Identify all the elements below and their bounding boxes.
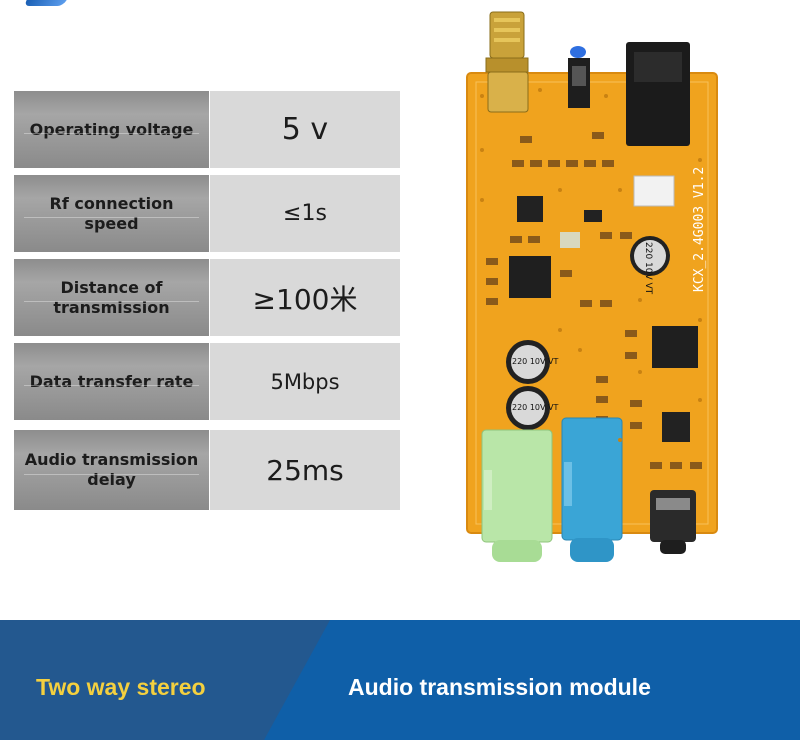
capacitor-icon: 220 10V VT bbox=[506, 340, 558, 384]
banner-left-title: Two way stereo bbox=[36, 674, 206, 700]
spec-label: Operating voltage bbox=[14, 91, 209, 168]
main-ic-chip bbox=[509, 256, 551, 298]
antenna-connector-icon bbox=[485, 11, 529, 113]
led-icon bbox=[568, 46, 590, 108]
spec-label: Distance of transmission bbox=[14, 259, 209, 336]
banner-left-panel bbox=[0, 620, 330, 740]
capacitor-icon: 220 10V VT bbox=[506, 386, 558, 430]
smd-components bbox=[486, 132, 702, 469]
spec-value: ≥100米 bbox=[210, 259, 400, 336]
banner-right-title: Audio transmission module bbox=[348, 674, 651, 700]
capacitor-icon: 220 10V VT bbox=[630, 236, 670, 295]
ic-chip bbox=[517, 196, 543, 222]
ic-chip bbox=[662, 412, 690, 442]
spec-value: 5 v bbox=[210, 91, 400, 168]
spec-label: Rf connection speed bbox=[14, 175, 209, 252]
ic-chip bbox=[652, 326, 698, 368]
spec-label: Audio transmission delay bbox=[14, 430, 209, 510]
spec-row-delay: Audio transmission delay 25ms bbox=[14, 430, 400, 510]
spec-label: Data transfer rate bbox=[14, 343, 209, 420]
jst-connector bbox=[633, 175, 675, 207]
dc-jack-icon bbox=[626, 42, 690, 146]
transistor bbox=[584, 210, 602, 222]
spec-value: 25ms bbox=[210, 430, 400, 510]
pcb-board-illustration: KCX_2.4G003 V1.2 220 10V VT 220 10V VT bbox=[466, 11, 718, 562]
via-holes bbox=[480, 88, 702, 442]
audio-jack-blue-icon bbox=[561, 417, 623, 562]
bottom-banner: Two way stereo Audio transmission module bbox=[0, 620, 800, 740]
capacitor-label: 220 10V VT bbox=[512, 403, 558, 412]
pcb-silkscreen: KCX_2.4G003 V1.2 bbox=[692, 167, 707, 292]
spec-row-voltage: Operating voltage 5 v bbox=[14, 91, 400, 168]
spec-row-distance: Distance of transmission ≥100米 bbox=[14, 259, 400, 336]
spec-row-data-rate: Data transfer rate 5Mbps bbox=[14, 343, 400, 420]
audio-jack-green-icon bbox=[481, 429, 553, 562]
audio-jack-black-icon bbox=[650, 490, 696, 554]
crystal bbox=[560, 232, 580, 248]
spec-value: ≤1s bbox=[210, 175, 400, 252]
capacitor-label: 220 10V VT bbox=[512, 357, 558, 366]
capacitor-label: 220 10V VT bbox=[643, 242, 653, 295]
spec-row-rf-speed: Rf connection speed ≤1s bbox=[14, 175, 400, 252]
spec-value: 5Mbps bbox=[210, 343, 400, 420]
